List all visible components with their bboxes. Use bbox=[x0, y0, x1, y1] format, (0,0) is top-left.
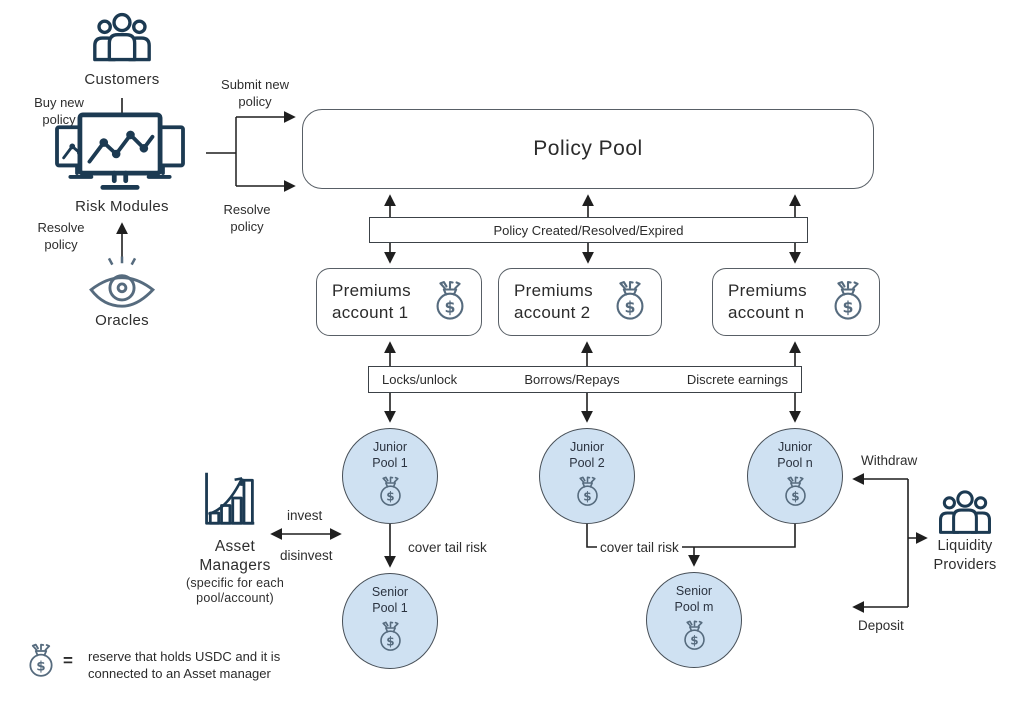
withdraw-label: Withdraw bbox=[861, 453, 918, 468]
asset-managers-note1: (specific for each bbox=[185, 575, 285, 590]
resolve-policy-left-label: Resolve policy bbox=[37, 220, 85, 253]
policy-event-bar: Policy Created/Resolved/Expired bbox=[369, 217, 808, 243]
junior-pool-1-line1: Junior bbox=[372, 440, 408, 455]
oracles-label: Oracles bbox=[95, 312, 149, 329]
money-bag-icon bbox=[681, 619, 708, 656]
senior-pool-m-line1: Senior bbox=[675, 584, 713, 599]
discrete-earnings-label: Discrete earnings bbox=[686, 372, 788, 387]
liquidity-providers-label: Liquidity Providers bbox=[926, 537, 1004, 575]
risk-modules-label: Risk Modules bbox=[75, 198, 169, 215]
asset-managers-label: Asset Managers (specific for each pool/a… bbox=[170, 537, 300, 607]
legend-text-line1: reserve that holds USDC and it is bbox=[88, 649, 281, 664]
premiums-account-n-box[interactable]: Premiums account n bbox=[712, 268, 880, 336]
money-bag-icon bbox=[830, 279, 866, 326]
customers-label: Customers bbox=[84, 71, 160, 88]
borrows-repays-label: Borrows/Repays bbox=[524, 372, 620, 387]
risk-modules-monitors-icon bbox=[52, 112, 188, 196]
oracles-eye-icon bbox=[86, 255, 158, 311]
locks-unlock-label: Locks/unlock bbox=[382, 372, 458, 387]
liquidity-providers-line2: Providers bbox=[933, 557, 997, 574]
deposit-label: Deposit bbox=[858, 618, 904, 633]
legend-equals-sign: = bbox=[63, 651, 73, 670]
senior-pool-1[interactable]: Senior Pool 1 bbox=[342, 573, 438, 669]
premiums-account-2-line2: account 2 bbox=[514, 303, 591, 322]
junior-pool-1-line2: Pool 1 bbox=[372, 456, 408, 470]
senior-pool-1-line2: Pool 1 bbox=[372, 601, 408, 615]
buy-new-policy-label: Buy new policy bbox=[34, 95, 84, 128]
asset-managers-line2: Managers bbox=[199, 557, 271, 575]
money-bag-icon bbox=[432, 279, 468, 326]
money-bag-icon bbox=[782, 475, 809, 512]
invest-label: invest bbox=[287, 508, 323, 523]
customers-people-icon bbox=[92, 12, 152, 64]
asset-managers-chart-icon bbox=[200, 466, 258, 530]
cover-tail-risk-2-label: cover tail risk bbox=[597, 540, 682, 555]
premiums-account-1-line2: account 1 bbox=[332, 303, 409, 322]
legend-money-bag-icon bbox=[26, 642, 56, 678]
premiums-account-n-line1: Premiums bbox=[728, 280, 807, 300]
premiums-account-1-box[interactable]: Premiums account 1 bbox=[316, 268, 482, 336]
junior-pool-2-line1: Junior bbox=[569, 440, 605, 455]
money-bag-icon bbox=[377, 475, 404, 512]
premiums-account-1-line1: Premiums bbox=[332, 280, 411, 300]
money-bag-icon bbox=[612, 279, 648, 326]
legend-text-line2: connected to an Asset manager bbox=[88, 665, 271, 681]
money-bag-icon bbox=[377, 620, 404, 657]
asset-managers-line1: Asset bbox=[214, 538, 256, 555]
junior-pool-n-line1: Junior bbox=[777, 440, 813, 455]
pool-operations-bar: Locks/unlock Borrows/Repays Discrete ear… bbox=[368, 366, 802, 393]
premiums-account-2-line1: Premiums bbox=[514, 280, 593, 300]
disinvest-label: disinvest bbox=[280, 548, 333, 563]
junior-pool-n-line2: Pool n bbox=[777, 456, 813, 470]
junior-pool-n[interactable]: Junior Pool n bbox=[747, 428, 843, 524]
policy-pool-title: Policy Pool bbox=[533, 137, 643, 160]
premiums-account-n-line2: account n bbox=[728, 303, 805, 322]
junior-pool-2[interactable]: Junior Pool 2 bbox=[539, 428, 635, 524]
senior-pool-1-line1: Senior bbox=[371, 585, 409, 600]
senior-pool-m-line2: Pool m bbox=[674, 600, 714, 614]
junior-pool-1[interactable]: Junior Pool 1 bbox=[342, 428, 438, 524]
liquidity-providers-line1: Liquidity bbox=[937, 538, 993, 554]
premiums-account-2-box[interactable]: Premiums account 2 bbox=[498, 268, 662, 336]
liquidity-providers-people-icon bbox=[938, 490, 992, 536]
senior-pool-m[interactable]: Senior Pool m bbox=[646, 572, 742, 668]
resolve-policy-label: Resolve policy bbox=[223, 202, 271, 235]
money-bag-icon bbox=[574, 475, 601, 512]
asset-managers-note2: pool/account) bbox=[196, 591, 274, 606]
cover-tail-risk-1-label: cover tail risk bbox=[408, 540, 487, 555]
submit-new-policy-label: Submit new policy bbox=[221, 77, 289, 110]
legend-text: reserve that holds USDC and it is connec… bbox=[88, 649, 338, 683]
policy-event-bar-label: Policy Created/Resolved/Expired bbox=[493, 222, 684, 238]
policy-pool-box[interactable]: Policy Pool bbox=[302, 109, 874, 189]
junior-pool-2-line2: Pool 2 bbox=[569, 456, 605, 470]
